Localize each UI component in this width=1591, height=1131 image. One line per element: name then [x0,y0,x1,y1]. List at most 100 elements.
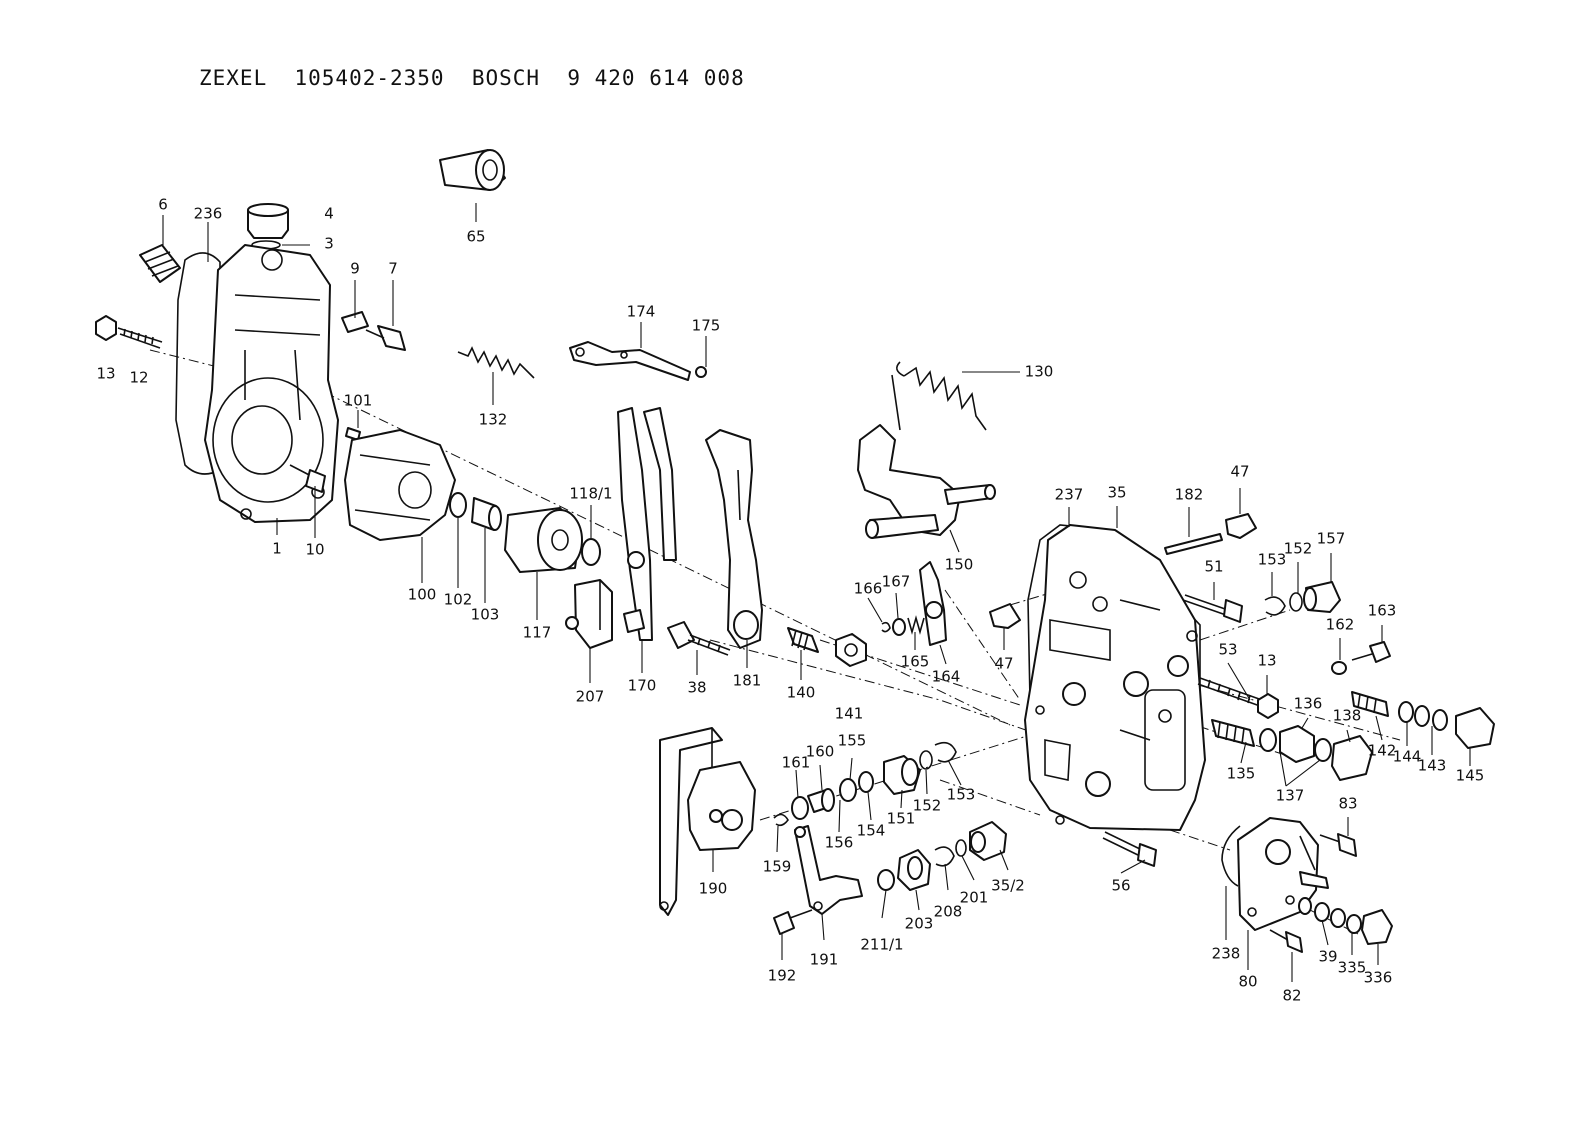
part-335-washer-b [1346,914,1362,934]
part-label: 82 [1282,987,1301,1005]
part-207-block [565,579,613,649]
part-label: 174 [627,303,656,321]
part-10-bolt [289,464,326,493]
part-label: 155 [838,732,867,750]
part-143-washer-b [1432,709,1448,731]
part-label: 161 [782,754,811,772]
part-label: 203 [905,915,934,933]
part-83-bolt [1319,833,1357,857]
part-65-sleeve [439,149,506,191]
part-165-spring [907,615,925,635]
part-label: 182 [1175,486,1204,504]
part-153-circlip-top [1264,596,1286,616]
part-label: 156 [825,834,854,852]
part-35-governor-housing [1024,524,1206,831]
part-143-washer-a [1414,705,1430,727]
part-label: 39 [1318,948,1337,966]
part-number-labels: 6 236 4 3 65 9 7 13 12 101 132 174 175 1… [96,196,1484,1005]
part-label: 141 [835,705,864,723]
part-144-washer [1398,701,1414,723]
part-4-plug [247,203,289,239]
part-label: 101 [344,392,373,410]
leader-lines [162,203,1471,982]
part-12-stud [117,327,163,349]
part-label: 192 [768,967,797,985]
part-label: 142 [1368,742,1397,760]
part-label: 136 [1294,695,1323,713]
part-162-washer [1331,661,1347,675]
part-label: 181 [733,672,762,690]
part-13-nut-right [1257,693,1279,719]
part-label: 237 [1055,486,1084,504]
part-102-washer [449,492,467,518]
part-164-lever [919,561,947,646]
part-137-seal [1314,738,1332,762]
part-label: 137 [1276,787,1305,805]
part-label: 56 [1111,877,1130,895]
part-181-guide-lever [705,429,763,649]
part-label: 103 [471,606,500,624]
part-label: 166 [854,580,883,598]
part-label: 153 [947,786,976,804]
part-label: 150 [945,556,974,574]
part-label: 157 [1317,530,1346,548]
part-label: 102 [444,591,473,609]
part-label: 236 [194,205,223,223]
part-100-flyweight [344,429,456,541]
part-label: 35 [1107,484,1126,502]
part-label: 80 [1238,973,1257,991]
part-136-nut [1279,725,1315,763]
part-label: 153 [1258,551,1287,569]
part-203-cap [897,849,931,891]
part-155-washer [839,778,857,802]
part-160-bushing [807,788,835,813]
part-label: 152 [913,797,942,815]
part-152-o-ring [919,750,933,770]
part-label: 201 [960,889,989,907]
part-6-screw-plug [139,244,181,283]
part-150-lever-shaft [857,424,996,539]
part-label: 53 [1218,641,1237,659]
part-label: 160 [806,743,835,761]
part-166-circlip [881,621,891,633]
part-label: 238 [1212,945,1241,963]
part-53-stud [1197,677,1263,707]
part-211-1-washer [877,869,895,891]
part-label: 175 [692,317,721,335]
part-152-o-ring-top [1289,592,1303,612]
part-135-washer [1259,728,1277,752]
part-190-stop-assembly [659,727,756,916]
part-336-cap [1361,909,1393,945]
part-157-cap [1303,581,1341,613]
part-145-cap-nut [1455,707,1495,749]
part-label: 151 [887,810,916,828]
part-208-spring-clip [934,846,955,867]
part-135-screw [1211,719,1255,747]
part-label: 6 [158,196,168,214]
part-132-spring [457,346,535,379]
part-label: 4 [324,205,334,223]
part-47-plug-left [989,603,1021,629]
part-label: 144 [1393,748,1422,766]
part-label: 132 [479,411,508,429]
part-label: 162 [1326,616,1355,634]
part-82-bolt [1269,929,1303,953]
part-label: 208 [934,903,963,921]
part-label: 130 [1025,363,1054,381]
part-141-nut [835,633,867,667]
part-label: 143 [1418,757,1447,775]
part-label: 152 [1284,540,1313,558]
part-35-2-fitting [969,821,1007,861]
part-238-o-ring [1221,825,1241,887]
part-label: 13 [96,365,115,383]
part-138-cap [1331,735,1373,781]
part-161-washer [791,796,809,820]
part-label: 211/1 [860,936,903,954]
part-label: 9 [350,260,360,278]
part-label: 38 [687,679,706,697]
part-label: 1 [272,540,282,558]
part-7-bolt [365,325,406,351]
part-label: 336 [1364,969,1393,987]
